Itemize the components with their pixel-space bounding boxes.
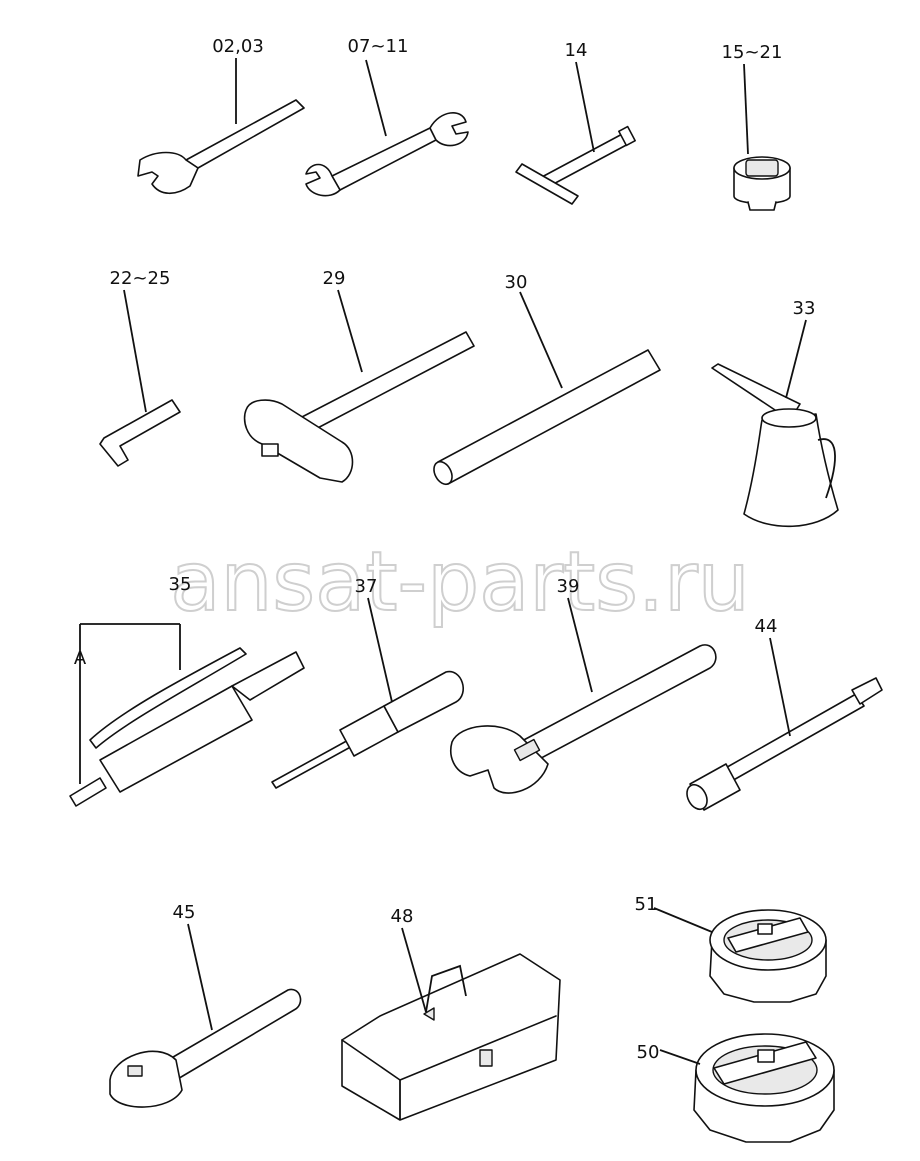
bar-30: 30 bbox=[433, 272, 661, 486]
leader-50 bbox=[659, 1049, 701, 1065]
label-37: 37 bbox=[355, 576, 378, 597]
leader-44 bbox=[769, 637, 791, 737]
toolbox-48: 48 bbox=[341, 906, 561, 1121]
double-wrench-07-11: 07~11 bbox=[305, 36, 469, 197]
label-22-25: 22~25 bbox=[110, 268, 171, 289]
label-30: 30 bbox=[505, 272, 528, 293]
screwdriver-37: 37 bbox=[271, 576, 465, 789]
label-51: 51 bbox=[635, 894, 658, 915]
leader-29 bbox=[337, 289, 363, 373]
leader-45 bbox=[187, 923, 213, 1031]
socket-15-21: 15~21 bbox=[722, 42, 791, 211]
leader-30 bbox=[519, 291, 563, 389]
label-07-11: 07~11 bbox=[348, 36, 409, 57]
t-bar-socket-14: 14 bbox=[515, 40, 636, 205]
leader-51 bbox=[653, 907, 713, 933]
label-50: 50 bbox=[637, 1042, 660, 1063]
hammer-29: 29 bbox=[243, 268, 475, 483]
hex-key-22-25: 22~25 bbox=[99, 268, 181, 467]
open-end-wrench-02-03: 02,03 bbox=[137, 36, 305, 195]
extension-bar-44: 44 bbox=[686, 616, 883, 811]
leader-39 bbox=[567, 597, 593, 693]
adjustable-wrench-39: 39 bbox=[450, 576, 717, 794]
ratchet-45: 45 bbox=[109, 902, 302, 1108]
leader-37 bbox=[367, 597, 393, 703]
label-14: 14 bbox=[565, 40, 588, 61]
label-39: 39 bbox=[557, 576, 580, 597]
label-15-21: 15~21 bbox=[722, 42, 783, 63]
label-45: 45 bbox=[173, 902, 196, 923]
leader-07-11 bbox=[365, 59, 387, 137]
grease-gun-35: 35 A bbox=[69, 574, 305, 807]
watermark-text: ansat-parts.ru bbox=[170, 535, 750, 630]
leader-15-21 bbox=[743, 63, 749, 155]
label-33: 33 bbox=[793, 298, 816, 319]
oil-can-33: 33 bbox=[711, 298, 839, 528]
label-35: 35 bbox=[169, 574, 192, 595]
filter-wrench-51: 51 bbox=[635, 894, 827, 1003]
leader-48 bbox=[401, 927, 427, 1013]
leader-14 bbox=[575, 61, 595, 153]
label-02-03: 02,03 bbox=[212, 36, 264, 57]
label-48: 48 bbox=[391, 906, 414, 927]
filter-wrench-50: 50 bbox=[637, 1033, 835, 1143]
label-a: A bbox=[74, 648, 87, 669]
label-29: 29 bbox=[323, 268, 346, 289]
label-44: 44 bbox=[755, 616, 778, 637]
leader-22-25 bbox=[123, 289, 147, 413]
leader-33 bbox=[785, 319, 807, 399]
